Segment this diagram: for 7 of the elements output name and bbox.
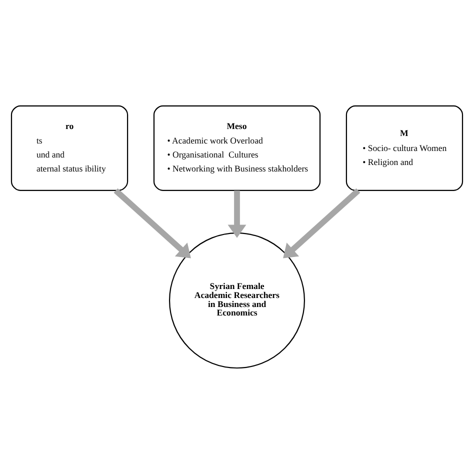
arrow — [114, 188, 191, 258]
node-box: Meso • Academic work Overload • Organisational Cultures • Networking with Business stakholders — [153, 105, 321, 191]
node-circle: Syrian Female Academic Researchers in Business and Economics — [168, 232, 306, 369]
arrow — [228, 190, 246, 238]
arrow — [283, 188, 360, 258]
node-box: ro ts und and aternal status ibility — [10, 105, 128, 191]
node-box: M • Socio- cultura Women • Religion and — [346, 105, 464, 191]
